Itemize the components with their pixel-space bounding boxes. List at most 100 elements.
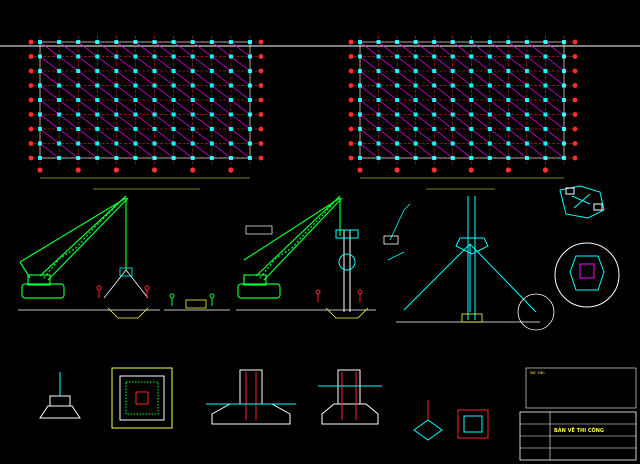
beam-member: [192, 143, 213, 159]
beam-member: [433, 56, 453, 72]
beam-member: [471, 85, 491, 101]
column-marker: [209, 127, 214, 131]
column-marker: [57, 98, 62, 102]
column-marker: [450, 98, 455, 102]
beam-member: [58, 56, 79, 72]
beam-member: [433, 128, 453, 144]
column-marker: [506, 83, 511, 88]
column-marker: [190, 112, 195, 117]
beam-member: [116, 114, 136, 130]
beam-member: [415, 56, 435, 72]
beam-member: [378, 128, 398, 144]
beam-member: [230, 99, 251, 115]
beam-member: [526, 128, 546, 144]
grid-bubble: [28, 97, 34, 103]
beam-member: [396, 114, 416, 130]
column-icon: [403, 196, 537, 320]
grid-bubble: [348, 39, 354, 45]
connector-icon: [559, 185, 605, 219]
column-marker: [76, 112, 81, 117]
beam-member: [378, 70, 398, 86]
column-marker: [450, 112, 455, 117]
column-marker: [432, 69, 437, 73]
column-marker: [133, 141, 138, 146]
column-marker: [76, 54, 81, 59]
beam-member: [154, 143, 174, 159]
beam-member: [39, 85, 60, 101]
beam-member: [489, 99, 509, 115]
column-marker: [57, 112, 62, 117]
grid-bubble: [28, 39, 34, 45]
beam-member: [378, 114, 398, 130]
beam-member: [173, 143, 193, 159]
footing-icon: [39, 372, 81, 419]
column-marker: [469, 69, 474, 73]
grid-bubble: [28, 155, 34, 161]
beam-member: [508, 70, 528, 86]
column-marker: [524, 54, 529, 59]
pit-outline: [107, 307, 149, 319]
grid-bubble: [572, 126, 578, 132]
grid-bubble: [542, 167, 549, 173]
beam-member: [489, 41, 509, 57]
footing-icon: [185, 299, 207, 309]
column-marker: [95, 54, 100, 59]
beam-member: [396, 85, 416, 101]
column-marker: [76, 98, 81, 102]
beam-member: [39, 56, 60, 72]
beam-member: [154, 114, 174, 130]
column-marker: [57, 83, 62, 88]
beam-member: [135, 56, 155, 72]
beam-member: [378, 56, 398, 72]
beam-member: [154, 99, 174, 115]
column-marker: [76, 83, 81, 88]
column-marker: [228, 98, 233, 102]
beam-member: [471, 70, 491, 86]
beam-member: [173, 70, 193, 86]
column-marker: [209, 141, 214, 146]
beam-member: [173, 128, 193, 144]
beam-member: [211, 143, 232, 159]
beam-member: [508, 143, 528, 159]
beam-member: [97, 114, 117, 130]
beam-member: [452, 114, 472, 130]
beam-member: [58, 99, 79, 115]
column-marker: [171, 127, 176, 131]
plan-outline: [359, 41, 565, 159]
grid-bubble: [572, 54, 578, 59]
column-marker: [487, 69, 492, 73]
beam-member: [211, 85, 232, 101]
column-marker: [543, 141, 548, 146]
column-marker: [432, 54, 437, 59]
column-icon: [335, 229, 359, 312]
column-marker: [190, 54, 195, 59]
plan-outline: [39, 41, 251, 159]
column-marker: [228, 69, 233, 73]
column-marker: [487, 127, 492, 131]
beam-member: [433, 99, 453, 115]
beam-member: [526, 41, 546, 57]
beam-member: [359, 128, 379, 144]
beam-member: [97, 143, 117, 159]
worker-icon: [315, 289, 363, 302]
beam-member: [211, 56, 232, 72]
beam-member: [135, 99, 155, 115]
beam-member: [192, 99, 213, 115]
beam-member: [433, 41, 453, 57]
column-marker: [432, 112, 437, 117]
beam-member: [508, 114, 528, 130]
column-marker: [114, 69, 119, 73]
column-marker: [413, 83, 418, 88]
column-marker: [376, 83, 381, 88]
column-marker: [450, 69, 455, 73]
grid-bubble: [228, 167, 234, 173]
column-marker: [171, 83, 176, 88]
column-marker: [395, 112, 400, 117]
beam-member: [415, 128, 435, 144]
column-marker: [209, 83, 214, 88]
beam-member: [173, 85, 193, 101]
beam-member: [97, 41, 117, 57]
column-marker: [133, 54, 138, 59]
beam-member: [230, 128, 251, 144]
beam-member: [230, 41, 251, 57]
